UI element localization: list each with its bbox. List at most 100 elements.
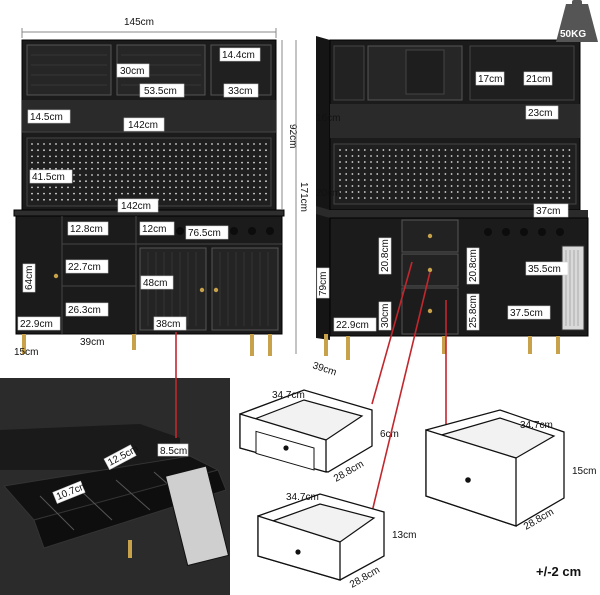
tolerance-note: +/-2 cm xyxy=(536,564,581,579)
peg-hole xyxy=(175,155,177,158)
peg-hole xyxy=(37,143,39,145)
peg-hole xyxy=(115,167,117,170)
peg-hole xyxy=(345,185,348,187)
peg-hole xyxy=(241,186,243,189)
peg-hole xyxy=(97,198,99,201)
peg-hole xyxy=(475,179,478,181)
peg-hole xyxy=(205,186,207,189)
peg-hole xyxy=(181,174,183,176)
peg-hole xyxy=(419,197,422,199)
peg-hole xyxy=(73,198,75,201)
peg-hole xyxy=(193,149,195,152)
peg-hole xyxy=(345,161,348,163)
peg-hole xyxy=(235,198,237,201)
side-cab-height-label: 64cm xyxy=(24,266,35,290)
peg-hole xyxy=(469,155,472,157)
peg-hole xyxy=(413,161,416,163)
peg-hole xyxy=(43,198,45,201)
peg-hole xyxy=(157,192,159,195)
peg-hole xyxy=(115,180,117,183)
peg-hole xyxy=(463,185,465,187)
peg-hole xyxy=(469,191,472,193)
peg-hole xyxy=(444,179,447,181)
cubby-height-label: 17cm xyxy=(478,74,502,85)
peg-hole xyxy=(531,149,534,151)
peg-hole xyxy=(568,161,571,163)
peg-hole xyxy=(537,179,540,181)
peg-hole xyxy=(229,161,231,164)
peg-hole xyxy=(259,161,261,164)
peg-hole xyxy=(549,155,552,157)
peg-hole xyxy=(205,161,207,164)
peg-hole xyxy=(223,180,225,183)
peg-hole xyxy=(494,167,496,169)
peg-hole xyxy=(151,143,153,145)
peg-hole xyxy=(382,197,385,199)
peg-hole xyxy=(145,167,147,170)
peg-hole xyxy=(247,192,249,195)
peg-hole xyxy=(376,197,379,199)
peg-hole xyxy=(193,155,195,158)
peg-hole xyxy=(31,143,33,145)
peg-hole xyxy=(450,191,453,193)
peg-hole xyxy=(444,167,447,169)
peg-hole xyxy=(73,180,75,183)
peg-hole xyxy=(79,174,81,176)
peg-hole xyxy=(469,161,472,163)
peg-hole xyxy=(205,192,207,195)
peg-hole xyxy=(407,185,410,187)
peg-hole xyxy=(494,161,496,163)
peg-hole xyxy=(413,179,416,181)
peg-hole xyxy=(217,180,219,183)
peg-hole xyxy=(425,149,428,151)
peg-hole xyxy=(217,149,219,152)
peg-hole xyxy=(357,197,360,199)
peg-hole xyxy=(475,197,478,199)
peg-hole xyxy=(531,191,534,193)
peg-hole xyxy=(193,192,195,195)
peg-hole xyxy=(103,143,105,145)
peg-hole xyxy=(469,167,472,169)
peg-hole xyxy=(394,161,397,163)
drawer-small-width: 34.7cm xyxy=(272,390,305,401)
peg-hole xyxy=(49,186,51,189)
peg-hole xyxy=(531,155,534,157)
peg-hole xyxy=(259,192,261,195)
peg-hole xyxy=(512,185,515,187)
peg-hole xyxy=(500,155,503,157)
peg-hole xyxy=(79,192,81,195)
peg-hole xyxy=(543,161,546,163)
peg-hole xyxy=(235,192,237,195)
peg-hole xyxy=(413,197,416,199)
peg-hole xyxy=(253,155,255,158)
peg-hole xyxy=(401,155,403,157)
peg-hole xyxy=(253,161,255,164)
peg-hole xyxy=(413,173,416,175)
peg-hole xyxy=(157,155,159,158)
peg-hole xyxy=(562,191,565,193)
glass-door-width-label: 38cm xyxy=(156,319,180,330)
peg-hole xyxy=(351,161,354,163)
peg-hole xyxy=(187,143,189,145)
peg-hole xyxy=(357,155,360,157)
peg-hole xyxy=(109,155,111,158)
inner-height-label: 35.5cm xyxy=(528,264,561,275)
peg-hole xyxy=(37,186,39,189)
peg-hole xyxy=(61,155,63,158)
peg-hole xyxy=(376,155,379,157)
peg-hole xyxy=(97,143,99,145)
peg-hole xyxy=(73,167,75,170)
peg-hole xyxy=(401,149,403,151)
peg-hole xyxy=(253,192,255,195)
peg-hole xyxy=(444,185,447,187)
peg-hole xyxy=(97,192,99,195)
peg-hole xyxy=(388,179,391,181)
peg-hole xyxy=(181,149,183,152)
peg-hole xyxy=(537,161,540,163)
peg-hole xyxy=(31,198,33,201)
peg-hole xyxy=(370,149,372,151)
peg-hole xyxy=(413,191,416,193)
peg-hole xyxy=(49,149,51,152)
peg-hole xyxy=(370,179,372,181)
rack-width-label: 33cm xyxy=(228,86,252,97)
